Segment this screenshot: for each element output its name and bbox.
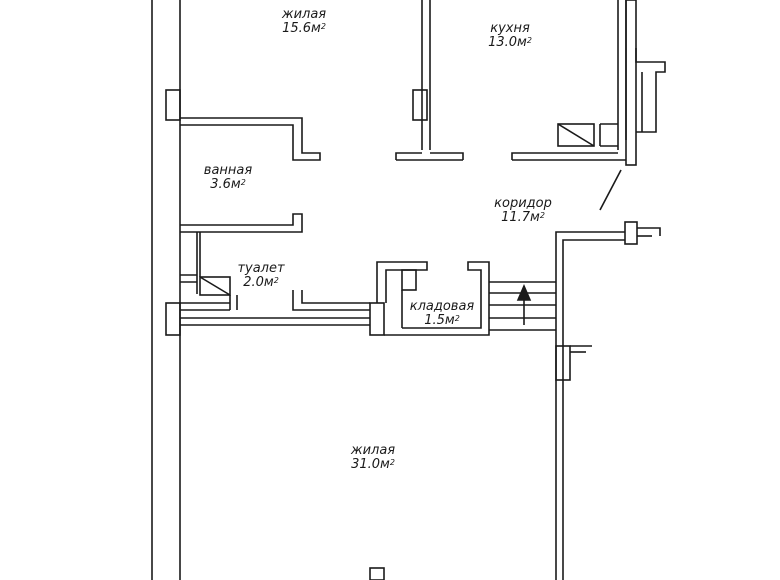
room-name: ванная [203, 163, 253, 178]
room-area: 15.6м [282, 21, 321, 36]
area-unit-superscript: 2 [273, 276, 279, 285]
area-unit-superscript: 2 [389, 458, 395, 467]
left-exterior-wall [151, 0, 181, 580]
room-name: коридор [494, 196, 552, 211]
room-area: 31.0м [351, 457, 390, 472]
room-area: 11.7м [501, 210, 540, 225]
room-label-toilet: туалет 2.0м2 [226, 262, 296, 290]
corridor-right-wall [555, 221, 661, 580]
room-name: жилая [281, 7, 327, 22]
room-label-living-1: жилая 15.6м2 [272, 8, 336, 36]
room-area: 2.0м [243, 275, 274, 290]
bottom-wall-stub [369, 567, 385, 580]
kitchen-bottom-wall [511, 123, 626, 211]
room-area: 13.0м [488, 35, 527, 50]
room-label-storage: кладовая 1.5м2 [402, 300, 482, 328]
bathroom-walls [180, 117, 321, 233]
area-unit-superscript: 2 [539, 211, 545, 220]
toilet-walls [180, 232, 370, 326]
area-unit-superscript: 2 [526, 36, 532, 45]
stairs [489, 281, 556, 331]
living-kitchen-partition [395, 0, 464, 161]
room-label-bathroom: ванная 3.6м2 [196, 164, 260, 192]
area-unit-superscript: 2 [454, 314, 460, 323]
room-name: кладовая [409, 299, 475, 314]
storage-walls [369, 261, 490, 336]
room-name: туалет [237, 261, 285, 276]
room-label-living-2: жилая 31.0м2 [338, 444, 408, 472]
room-label-kitchen: кухня 13.0м2 [478, 22, 542, 50]
room-area: 1.5м [424, 313, 455, 328]
right-exterior-wall [617, 0, 666, 166]
area-unit-superscript: 2 [320, 22, 326, 31]
room-name: жилая [350, 443, 396, 458]
room-name: кухня [490, 21, 530, 36]
room-area: 3.6м [210, 177, 241, 192]
room-label-corridor: коридор 11.7м2 [486, 197, 560, 225]
area-unit-superscript: 2 [240, 178, 246, 187]
